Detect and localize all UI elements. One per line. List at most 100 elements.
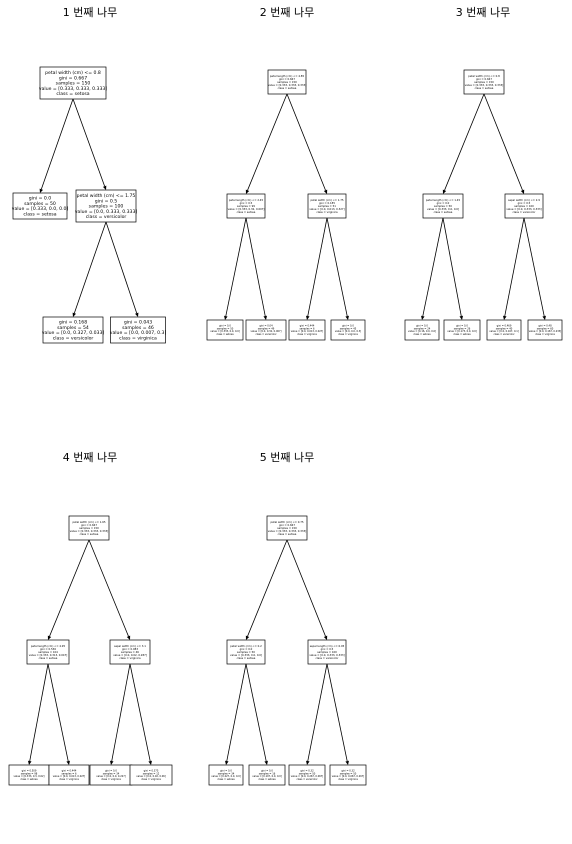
node-text-line: gini = 0.444	[300, 325, 315, 328]
tree-edge	[226, 663, 247, 762]
tree-edge	[442, 217, 462, 317]
tree-edge	[444, 93, 485, 191]
edge-arrowhead	[245, 189, 250, 194]
node-text-line: class = virginica	[297, 333, 317, 336]
node-text-line: samples = 50	[340, 772, 357, 775]
node-text-line: value = [0.0, 0.013, 0.027]	[53, 775, 86, 778]
node-text-line: samples = 50	[217, 327, 234, 330]
node-text-line: class = setosa	[217, 778, 235, 781]
node-text-line: samples = 50	[299, 772, 316, 775]
node-box	[206, 319, 244, 341]
tree-edge	[129, 663, 151, 762]
node-text-line: samples = 40	[496, 327, 513, 330]
tree-edge	[504, 217, 525, 317]
node-text-line: class = setosa	[278, 532, 297, 536]
tree-edge	[523, 217, 545, 317]
node-box	[110, 316, 166, 344]
node-text-line: value = [0.0, 0.327, 0.033]	[42, 330, 105, 336]
node-text-line: gini = 0.5	[240, 201, 253, 205]
node-text-line: value = [0.0, 0.0, 0.3]	[335, 330, 361, 333]
tree-edge	[72, 98, 106, 187]
node-box	[248, 764, 286, 786]
node-text-line: value = [0.333, 0.32, 0.007]	[228, 207, 265, 211]
node-text-line: gini = 0.48	[538, 325, 552, 328]
node-text-line: value = [0.333, 0.3, 0.02]	[14, 775, 45, 778]
node-text-line: gini = 0.185	[319, 201, 335, 205]
node-text-line: gini = 0.469	[497, 325, 512, 328]
node-text-line: samples = 6	[62, 772, 77, 775]
tree-edge	[422, 217, 444, 317]
node-text-line: gini = 0.5	[321, 647, 334, 651]
node-text-line: value = [0.0, 0.167, 0.233]	[529, 330, 562, 333]
node-text-line: class = setosa	[453, 333, 471, 336]
node-box	[288, 764, 326, 786]
node-text-line: samples = 50	[434, 204, 452, 208]
node-text-line: samples = 60	[537, 327, 554, 330]
tree-edge	[111, 663, 131, 762]
node-text-line: samples = 98	[21, 772, 38, 775]
node-text-line: value = [0.0, 0.0, 0.227]	[96, 775, 125, 778]
node-text-line: class = virginica	[101, 778, 121, 781]
edge-arrowhead	[421, 315, 425, 320]
node-text-line: class = versicolor	[513, 210, 537, 214]
node-text-line: gini = 0.083	[122, 647, 138, 651]
node-text-line: gini = 0.0	[416, 325, 428, 328]
node-text-line: value = [0.333, 0.333, 0.333]	[465, 83, 504, 87]
node-text-line: gini = 0.509	[22, 770, 37, 773]
tree-edge	[88, 539, 129, 637]
node-text-line: gini = 0.0	[240, 647, 253, 651]
node-text-line: gini = 0.667	[279, 523, 295, 527]
edge-arrowhead	[224, 315, 228, 320]
node-text-line: gini = 0.667	[81, 523, 97, 527]
node-text-line: class = setosa	[216, 333, 234, 336]
tree-edge	[245, 217, 266, 317]
node-text-line: value = [0.333, 0.0, 0.0]	[427, 207, 459, 211]
node-text-line: value = [0.107, 0.0, 0.0]	[252, 775, 281, 778]
node-box	[208, 764, 244, 786]
node-text-line: class = virginica	[338, 333, 358, 336]
node-text-line: class = versicolor	[493, 333, 514, 336]
tree-edge	[326, 663, 348, 762]
node-text-line: samples = 150	[277, 526, 297, 530]
node-text-line: gini = 0.0	[29, 196, 52, 202]
tree-edge	[247, 93, 288, 191]
node-text-line: value = [0.227, 0.0, 0.0]	[211, 775, 240, 778]
node-box	[422, 193, 464, 219]
node-text-line: class = setosa	[237, 210, 256, 214]
node-text-line: petal width (cm) <= 1.75	[310, 198, 343, 202]
node-text-line: samples = 51	[318, 204, 336, 208]
node-text-line: samples = 12	[143, 772, 160, 775]
edge-arrowhead	[542, 315, 546, 320]
node-text-line: class = setosa	[278, 86, 297, 90]
node-text-line: class = setosa	[56, 91, 89, 97]
node-text-line: class = versicolor	[296, 778, 317, 781]
tree-edge	[483, 93, 523, 191]
node-box	[527, 319, 563, 341]
edge-arrowhead	[47, 635, 52, 640]
tree-edge	[307, 663, 328, 762]
tree-edge	[49, 539, 90, 637]
node-text-line: gini = 0.5	[518, 201, 531, 205]
node-text-line: value = [0.173, 0.0, 0.0]	[447, 330, 476, 333]
node-text-line: value = [0.0, 0.32, 0.007]	[251, 330, 282, 333]
node-box	[486, 319, 522, 341]
node-text-line: samples = 150	[474, 80, 494, 84]
